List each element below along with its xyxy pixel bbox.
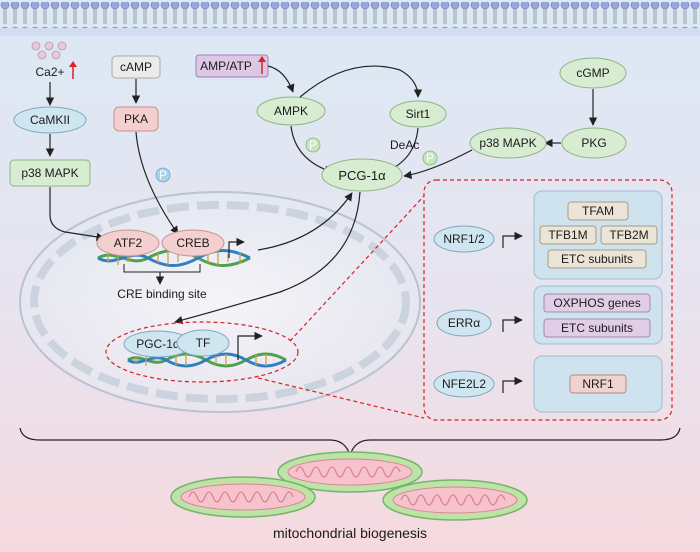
deac-label: DeAc [390, 138, 419, 152]
p38-mapk-right-node: p38 MAPK [469, 127, 547, 159]
mitochondrion-icon [277, 451, 423, 493]
p38-mapk-left-node: p38 MAPK [9, 159, 91, 187]
mitochondrion-icon [382, 479, 528, 521]
up-arrow-icon [69, 61, 77, 79]
svg-text:ETC subunits: ETC subunits [561, 252, 633, 266]
svg-text:AMPK: AMPK [274, 104, 308, 118]
phospho-icon-p38: P [422, 150, 438, 166]
ca-label: Ca2+ [35, 65, 64, 79]
svg-text:TFB2M: TFB2M [609, 228, 648, 242]
svg-text:P: P [309, 140, 317, 152]
cell-membrane [0, 2, 700, 36]
nucleus [19, 191, 421, 413]
svg-text:TFB1M: TFB1M [548, 228, 587, 242]
nrf12-row: NRF1/2 TFAM TFB1M TFB2M ETC subunits [433, 190, 663, 280]
erra-row: ERRα OXPHOS genes ETC subunits [436, 285, 663, 345]
svg-text:TFAM: TFAM [582, 204, 614, 218]
calcium-ions-icon [31, 41, 67, 60]
camkii-node: CaMKII [13, 106, 87, 134]
cre-binding-site-label: CRE binding site [117, 287, 207, 301]
svg-text:p38 MAPK: p38 MAPK [479, 136, 536, 150]
svg-text:P: P [159, 170, 167, 182]
sirt1-node: Sirt1 [389, 100, 447, 128]
svg-text:NFE2L2: NFE2L2 [442, 377, 486, 391]
connector-bottom [257, 377, 425, 419]
cgmp-node: cGMP [559, 57, 627, 89]
svg-text:PKA: PKA [124, 112, 148, 126]
svg-text:NRF1: NRF1 [582, 377, 614, 391]
svg-text:ETC subunits: ETC subunits [561, 321, 633, 335]
svg-text:P: P [426, 153, 434, 165]
ampk-node: AMPK [256, 96, 326, 126]
tf-node: TF [176, 329, 230, 357]
mitochondrion-icon [170, 476, 316, 518]
svg-text:cAMP: cAMP [120, 60, 152, 74]
svg-text:AMP/ATP: AMP/ATP [200, 59, 252, 73]
svg-text:ATF2: ATF2 [114, 236, 143, 250]
svg-text:CaMKII: CaMKII [30, 113, 70, 127]
svg-text:p38 MAPK: p38 MAPK [21, 166, 78, 180]
svg-text:NRF1/2: NRF1/2 [443, 232, 485, 246]
svg-text:ERRα: ERRα [448, 316, 480, 330]
outcome-label: mitochondrial biogenesis [273, 525, 427, 541]
svg-text:Sirt1: Sirt1 [406, 107, 431, 121]
svg-text:PCG-1α: PCG-1α [338, 168, 386, 183]
pkg-node: PKG [561, 127, 627, 159]
target-genes-panel [423, 179, 673, 421]
svg-text:PKG: PKG [581, 136, 606, 150]
nfe2l2-row: NFE2L2 NRF1 [433, 355, 663, 413]
connector-top [289, 195, 425, 342]
transcription-complex-outline [105, 321, 299, 383]
svg-text:OXPHOS genes: OXPHOS genes [553, 296, 640, 310]
pcg1a-node: PCG-1α [321, 158, 403, 192]
amp-atp-node: AMP/ATP [195, 54, 269, 78]
phospho-icon-creb: P [155, 167, 171, 183]
camp-node: cAMP [111, 55, 161, 79]
pka-node: PKA [113, 106, 159, 132]
svg-text:PGC-1α: PGC-1α [136, 337, 180, 351]
creb-node: CREB [161, 229, 225, 257]
pgc1a-nuclear-node: PGC-1α [123, 330, 193, 358]
svg-text:cGMP: cGMP [576, 66, 609, 80]
svg-text:TF: TF [196, 336, 211, 350]
dna-lower [127, 352, 287, 368]
atf2-node: ATF2 [96, 229, 160, 257]
svg-text:CREB: CREB [176, 236, 209, 250]
phospho-icon-ampk: P [305, 137, 321, 153]
